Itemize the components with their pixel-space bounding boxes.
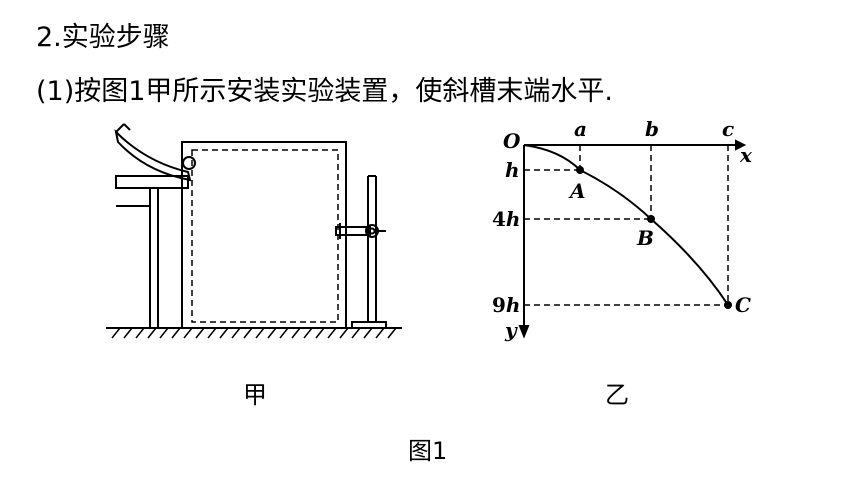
x-tick-a: a <box>574 117 587 141</box>
stand-base <box>351 321 387 329</box>
y-tick-h: h <box>505 158 520 182</box>
x-axis-label: x <box>739 143 753 167</box>
origin-label: O <box>503 129 521 153</box>
y-axis-arrow <box>518 325 530 339</box>
ground-hatching <box>111 327 397 339</box>
guide-lines <box>524 145 729 306</box>
point-a-label: A <box>568 179 586 203</box>
figure-caption: 图1 <box>408 437 448 465</box>
section-heading: 2.实验步骤 <box>36 22 170 53</box>
chute <box>114 128 192 182</box>
y-tick-9h: 9h <box>492 293 520 317</box>
x-tick-c: c <box>722 117 734 141</box>
point-c <box>724 301 732 309</box>
point-b <box>647 215 655 223</box>
point-b-label: B <box>636 226 654 250</box>
step-text: (1)按图1甲所示安装实验装置，使斜槽末端水平. <box>36 76 614 107</box>
trajectory-curve <box>523 144 729 306</box>
y-tick-4h: 4h <box>492 207 520 231</box>
table-top <box>115 175 189 189</box>
x-tick-b: b <box>645 117 659 141</box>
caption-yi: 乙 <box>605 381 629 409</box>
caption-jia: 甲 <box>243 381 267 409</box>
point-c-label: C <box>735 293 751 317</box>
y-axis-label: y <box>504 318 518 342</box>
point-a <box>576 166 584 174</box>
x-axis-arrow <box>735 139 747 151</box>
ball <box>182 156 196 170</box>
